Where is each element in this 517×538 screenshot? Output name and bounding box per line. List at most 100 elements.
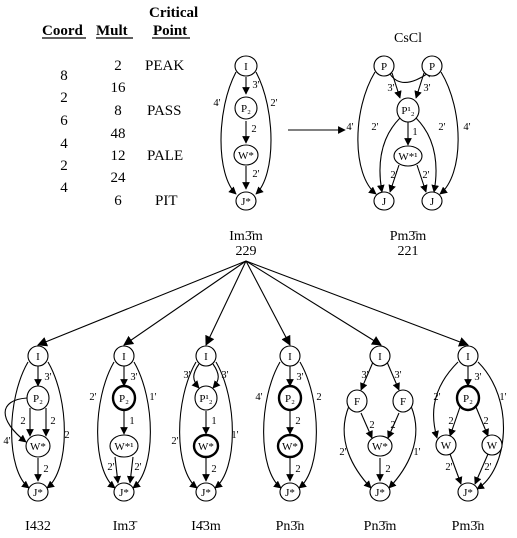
mult-value: 24 [111,170,127,186]
edge-label: 2' [134,462,141,473]
edge-line [179,361,198,489]
edge-label: 3' [130,372,137,383]
coord-value: 2 [60,158,68,174]
edge-label: 1' [231,430,238,441]
coord-value: 4 [60,136,68,152]
edge-line [448,406,461,437]
pass-label: PASS [147,103,181,119]
edge-label: 2 [295,416,300,427]
graph-node [234,96,258,120]
pale-label: PALE [147,148,183,164]
edge-line [474,453,489,485]
subgroup-arrows [37,260,469,347]
node-label: P₂ [463,393,473,405]
edge-label: 2 [20,416,25,427]
edge-label: 2' [422,170,429,181]
node-label: J* [285,487,295,499]
node-label: P [381,61,387,73]
graph-node [113,482,135,502]
node-label: I [204,351,208,363]
mult-value: 16 [111,80,127,96]
mult-value: 48 [111,126,126,142]
node-label: J [430,196,435,208]
coord-value: 2 [60,90,68,106]
edge-line [357,71,377,195]
critical-point-table: Coord Mult Critical Point 8 2 6 4 2 4 2 … [42,5,198,209]
mult-value: 8 [114,103,122,119]
edge-label: 2 [369,420,374,431]
node-label: P₂ [285,393,295,405]
edge-line [113,456,122,484]
edge-label: 2' [438,122,445,133]
edge-label: 3' [183,370,190,381]
coord-value: 6 [60,113,68,129]
node-label: W* [198,441,214,453]
graph-node [393,145,423,167]
subgroup-label: Pn3̄n [276,519,305,534]
node-label: W*¹ [398,151,417,163]
coord-value: 8 [60,68,68,84]
subgroup-label: Im3̄ [113,519,139,534]
edge-line [388,405,417,489]
edge-label: 2' [107,462,114,473]
graph-node [27,345,49,367]
node-label: I [244,61,248,73]
edge-label: 3' [474,372,481,383]
graph-node [26,385,50,411]
mult-value: 2 [114,58,122,74]
edge-line [415,117,440,193]
node-label: P¹₂ [401,105,414,117]
mult-value: 12 [111,148,126,164]
edge-line [97,361,116,489]
edge-line [255,71,272,195]
graph-node [277,384,303,412]
edge-line [298,361,317,489]
node-label: P₂ [33,393,43,405]
node-label: P₂ [241,103,251,115]
node-label: J* [33,487,43,499]
edge-label: 3' [221,370,228,381]
graph-node [455,384,481,412]
edge-label: 3' [252,80,259,91]
graph-node [373,55,395,77]
graph-node [279,482,301,502]
edge-label: 1 [412,127,417,138]
edge-label: 4' [213,98,220,109]
edge-label: 2 [385,464,390,475]
edge-line [220,71,237,195]
edge-line [263,361,282,489]
graph-node [195,345,217,367]
node-label: J* [375,487,385,499]
edge-label: 2 [50,416,55,427]
node-label: I [122,351,126,363]
edge-label: 1 [211,416,216,427]
edge-line [214,361,233,489]
edge-label: 3' [423,83,430,94]
edge-label: 2 [211,464,216,475]
node-label: W [487,440,498,452]
node-label: I [378,351,382,363]
pm3m-group-number: 221 [398,244,419,259]
pm3m-group-label: Pm3̄m [390,229,427,244]
edge-line [416,164,428,193]
edge-label: 3' [44,372,51,383]
node-label: J* [201,487,211,499]
graph-node [457,345,479,367]
edge-line [388,164,400,193]
edge-label: 1' [499,392,506,403]
graph-node [392,389,414,413]
graph-node [457,482,479,502]
critical-header: Critical [149,5,198,21]
graph-node [346,389,368,413]
loop-edge [4,397,28,443]
edge-label: 2' [371,122,378,133]
edge-label: 1 [129,416,134,427]
peak-label: PEAK [145,58,184,74]
edge-label: 2' [89,392,96,403]
edge-label: 3' [387,83,394,94]
node-label: P₂ [119,393,129,405]
edge-label: 3' [361,370,368,381]
edge-label: 4' [346,122,353,133]
edge-label: 4' [3,436,10,447]
edge-label: 2' [433,392,440,403]
